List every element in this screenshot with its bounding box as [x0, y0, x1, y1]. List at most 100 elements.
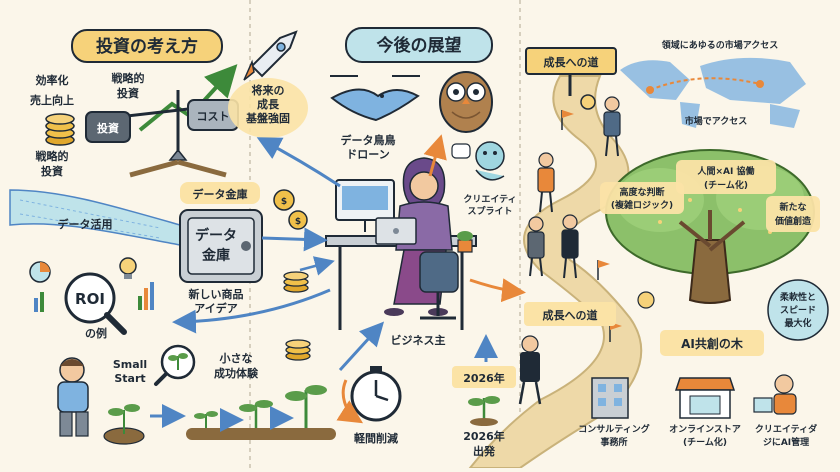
drone-label-1: データ鳥鳥 — [341, 133, 396, 147]
data-vault-icon — [179, 209, 263, 283]
start-label-2: 出発 — [473, 444, 496, 458]
drone-bird-icon — [330, 75, 420, 122]
investment-title: 投資の考え方 — [96, 36, 198, 57]
collab-1: 人間×AI 協働 — [697, 165, 755, 177]
sprout-row — [186, 385, 336, 440]
tree-title: AI共創の木 — [681, 336, 744, 351]
arrow-vault-to-desk — [261, 227, 328, 252]
plant-pot-icon — [457, 231, 473, 253]
future-title-banner — [345, 27, 493, 63]
year-2026-label: 2026年 — [463, 371, 505, 385]
flex-2: スピード — [780, 304, 816, 316]
magnifier-roi-icon — [64, 272, 127, 335]
judgement-1: 高度な判断 — [619, 186, 664, 198]
speech-heart-icon — [451, 143, 471, 159]
businessman-start-icon — [518, 335, 542, 405]
dollar-coin-icon: $ $ — [273, 189, 308, 230]
investment-title-banner: 投資の考え方 — [71, 29, 223, 63]
balance-scale-icon — [85, 90, 239, 178]
cost-weight-label: コスト — [197, 110, 230, 123]
sales-up-label: 売上向上 — [30, 93, 74, 107]
creator-person-icon — [753, 374, 797, 415]
sun-bulb-icon — [637, 291, 655, 309]
data-vault-banner — [180, 182, 260, 204]
road-signpost — [525, 47, 617, 96]
judgement-banner — [600, 182, 684, 214]
pie-chart-icon — [29, 261, 51, 283]
business-owner-label: ビジネス主 — [391, 333, 446, 347]
walking-person-3 — [527, 216, 545, 277]
drone-label-2: ドローン — [346, 148, 389, 161]
new-product-2: アイデア — [194, 301, 237, 315]
roi-example-label: の例 — [85, 326, 107, 340]
judgement-2: (複雑ロジック) — [611, 199, 673, 211]
strategic-invest-2a: 戦略的 — [36, 149, 69, 163]
stopwatch-icon — [336, 366, 402, 424]
future-growth-bubble — [228, 78, 308, 138]
strategic-invest-2b: 投資 — [41, 164, 63, 178]
creative-studio-1: クリエイティダ — [755, 423, 817, 435]
efficiency-label: 効率化 — [36, 73, 69, 87]
value-2: 価値創造 — [774, 215, 812, 227]
coin-stack-icon — [45, 113, 75, 146]
coin-stack-time-icon — [285, 339, 311, 361]
vault-text-2: 金庫 — [201, 247, 230, 264]
collab-2: (チーム化) — [704, 179, 748, 191]
sprite-icon — [475, 141, 505, 181]
laptop-icon — [375, 217, 417, 245]
year-banner — [452, 366, 516, 388]
online-store-icon — [674, 377, 736, 419]
arrow-to-future-growth — [256, 137, 341, 188]
road-label: 成長への道 — [543, 308, 598, 322]
strategic-invest-1a: 戦略的 — [112, 71, 145, 85]
time-reduction-label: 軽間削減 — [354, 431, 398, 445]
arrow-desk-to-road — [469, 278, 526, 303]
roi-label: ROI — [75, 290, 105, 308]
svg-text:$: $ — [295, 217, 301, 227]
flex-1: 柔軟性と — [779, 291, 816, 303]
vault-text-1: データ — [195, 227, 237, 244]
consulting-1: コンサルティング — [578, 423, 649, 435]
consulting-2: 事務所 — [600, 436, 627, 448]
arrow-coins-to-desk — [299, 256, 335, 276]
magnifier-sprout-icon — [154, 344, 196, 386]
walking-person-1 — [603, 96, 621, 157]
gardener-person-icon — [57, 357, 89, 437]
bar-chart-icon — [34, 282, 154, 312]
rocket-icon — [243, 30, 298, 81]
future-growth-3: 基盤強固 — [245, 111, 290, 125]
world-map — [620, 57, 806, 128]
arrow-desk-to-owl — [423, 134, 447, 177]
value-banner — [766, 196, 820, 232]
owl-icon — [439, 71, 493, 133]
small-start-1: Small — [113, 358, 147, 371]
svg-text:$: $ — [281, 197, 287, 207]
future-growth-2: 成長 — [257, 97, 280, 111]
small-success-1: 小さな — [219, 351, 253, 365]
data-use-label: データ活用 — [58, 217, 113, 231]
access-all-label: 領域にあゆるの市場アクセス — [662, 39, 779, 51]
flex-badge — [767, 279, 829, 341]
data-vault-label: データ金庫 — [193, 187, 248, 201]
flex-3: 最大化 — [784, 317, 811, 329]
road-label-banner — [524, 302, 616, 326]
strategic-invest-1b: 投資 — [117, 86, 139, 100]
collab-banner — [676, 160, 776, 194]
road-sign-label: 成長への道 — [544, 55, 599, 69]
arrow-desk-to-roi — [172, 288, 331, 334]
start-sprout-icon — [468, 396, 500, 426]
office-chair-icon — [419, 251, 459, 320]
creative-studio-2: ジにAI管理 — [763, 436, 809, 448]
tree-title-banner — [660, 330, 764, 356]
arrow-time-to-desk — [338, 321, 385, 372]
bulb-road-icon — [580, 94, 596, 110]
creative-sprite-1: クリエイティ — [463, 194, 516, 205]
office-building-icon — [591, 377, 629, 419]
small-start-2: Start — [114, 372, 145, 385]
market-access-label: 市場でアクセス — [685, 115, 748, 127]
creative-sprite-2: スプライト — [467, 205, 512, 217]
new-product-1: 新しい商品 — [189, 287, 244, 301]
invest-weight-label: 投資 — [97, 121, 119, 135]
